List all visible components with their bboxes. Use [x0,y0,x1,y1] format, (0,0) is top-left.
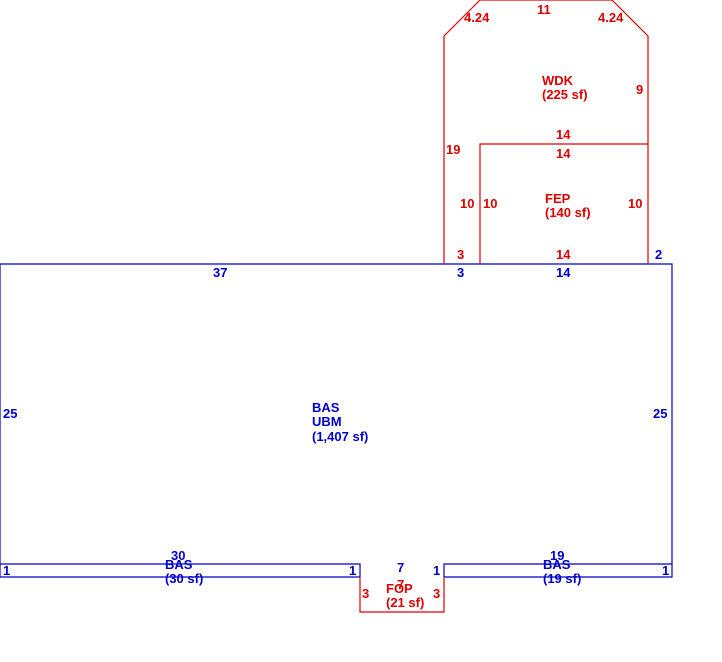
enclosed-porch-code: FEP [545,191,571,206]
dim-main-top-right: 14 [556,265,571,280]
dim-main-right: 25 [653,406,667,421]
dim-wdk-left: 19 [446,142,460,157]
left-ext-size: (30 sf) [165,571,203,586]
main-area-size: (1,407 sf) [312,429,368,444]
dim-gap-left: 3 [457,247,464,262]
dim-left-ext-right: 1 [349,563,356,578]
dim-left-ext-len: 30 [171,548,185,563]
dim-right-ext-left: 1 [433,563,440,578]
right-ext-code: BAS [543,557,571,572]
right-ext-size: (19 sf) [543,571,581,586]
dim-porch-bottom: 7 [397,577,404,592]
dim-left-ext-left: 1 [3,563,10,578]
enclosed-porch-outline [479,143,649,264]
dim-main-top-left: 37 [213,265,227,280]
main-outline [0,263,673,577]
deck-code: WDK [542,73,574,88]
dim-wdk-top: 11 [537,2,551,17]
dim-fep-top-outer: 14 [556,127,571,142]
dim-wdk-diag-right: 4.24 [598,10,624,25]
dim-wdk-diag-left: 4.24 [464,10,490,25]
dim-right-ext-right: 1 [662,563,669,578]
main-area-code: BAS [312,400,340,415]
porch-code: FOP [386,581,413,596]
dim-fep-top-inner: 14 [556,146,571,161]
porch-size: (21 sf) [386,595,424,610]
dim-right-ext-len: 19 [550,548,564,563]
dim-fep-left-outer: 10 [460,196,474,211]
dim-main-top-mid: 3 [457,265,464,280]
dim-porch-right: 3 [433,586,440,601]
dim-porch-top: 7 [397,560,404,575]
dim-fep-left-inner: 10 [483,196,497,211]
dim-porch-left: 3 [362,586,369,601]
left-ext-code: BAS [165,557,193,572]
dim-fep-bottom: 14 [556,247,571,262]
main-area-sub: UBM [312,414,342,429]
porch-outline [359,577,445,613]
deck-size: (225 sf) [542,87,588,102]
dim-main-left: 25 [3,406,17,421]
dim-gap-right: 2 [655,247,662,262]
dim-wdk-right: 9 [636,82,643,97]
enclosed-porch-size: (140 sf) [545,205,591,220]
left-extension-outline [0,564,360,578]
deck-outline [443,0,649,264]
right-extension-outline [444,564,673,578]
dim-fep-right: 10 [628,196,642,211]
